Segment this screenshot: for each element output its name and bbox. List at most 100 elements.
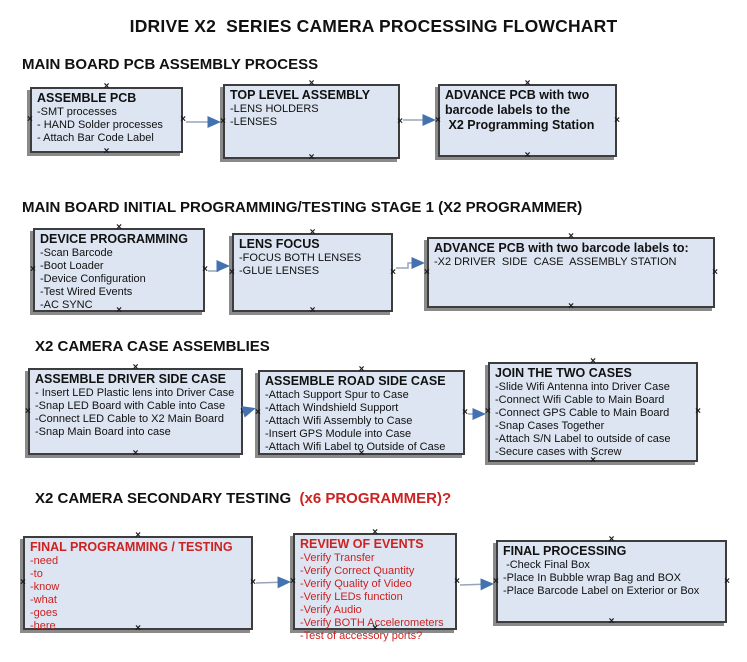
box-item: -Verify LEDs function	[300, 591, 403, 603]
box-title: REVIEW OF EVENTS	[300, 537, 424, 551]
connection-handle-icon: ×	[103, 146, 110, 157]
connection-handle-icon: ×	[524, 150, 531, 161]
connection-handle-icon: ×	[372, 527, 378, 538]
connection-handle-icon: ×	[485, 406, 491, 417]
box-final-programming-testing[interactable]: FINAL PROGRAMMING / TESTING -need-to-kno…	[20, 530, 256, 634]
box-final-processing[interactable]: FINAL PROCESSING -Check Final Box-Place …	[493, 534, 730, 627]
box-items: -LENS HOLDERS-LENSES	[230, 103, 393, 129]
box-item: -Attach Support Spur to Case	[265, 389, 409, 401]
box-item: -Verify Audio	[300, 604, 362, 616]
box-join-the-two-cases[interactable]: JOIN THE TWO CASES -Slide Wifi Antenna i…	[485, 357, 701, 466]
connection-handle-icon: ×	[240, 405, 246, 417]
box-item: -Insert GPS Module into Case	[265, 428, 412, 440]
connection-handle-icon: ×	[180, 114, 186, 125]
connection-handle-icon: ×	[135, 530, 141, 541]
connection-handle-icon: ×	[103, 81, 110, 92]
box-item: -X2 DRIVER SIDE CASE ASSEMBLY STATION	[434, 256, 677, 268]
box-assemble-driver-side-case[interactable]: ASSEMBLE DRIVER SIDE CASE - Insert LED P…	[25, 362, 246, 459]
box-lens-focus[interactable]: LENS FOCUS -FOCUS BOTH LENSES-GLUE LENSE…	[229, 227, 396, 316]
box-title: JOIN THE TWO CASES	[495, 366, 632, 380]
box-item: -Snap Cases Together	[495, 420, 605, 432]
box-item: -Scan Barcode	[40, 247, 113, 259]
connection-handle-icon: ×	[435, 114, 441, 126]
box-items: -Check Final Box-Place In Bubble wrap Ba…	[503, 559, 720, 598]
box-title: ADVANCE PCB with two barcode labels to:	[434, 241, 689, 255]
box-item: -Attach Windshield Support	[265, 402, 399, 414]
connection-handle-icon: ×	[202, 264, 208, 275]
box-item: -Snap LED Board with Cable into Case	[35, 400, 226, 412]
box-items: -Slide Wifi Antenna into Driver Case -Con…	[495, 381, 691, 459]
connection-handle-icon: ×	[695, 406, 701, 417]
connection-handle-icon: ×	[250, 577, 256, 588]
box-items: -X2 DRIVER SIDE CASE ASSEMBLY STATION	[434, 256, 708, 269]
box-item: -Test Wired Events	[40, 286, 133, 298]
box-item: -here	[30, 620, 56, 632]
connection-handle-icon: ×	[358, 364, 365, 375]
box-title: DEVICE PROGRAMMING	[40, 232, 188, 246]
box-title: FINAL PROCESSING	[503, 544, 627, 558]
box-assemble-road-side-case[interactable]: ASSEMBLE ROAD SIDE CASE -Attach Support …	[255, 364, 468, 459]
box-items: -Verify Transfer-Verify Correct Quantity…	[300, 552, 450, 643]
connection-handle-icon: ×	[27, 114, 33, 125]
connection-handle-icon: ×	[255, 406, 261, 418]
connection-handle-icon: ×	[290, 575, 296, 587]
box-item: -Check Final Box	[503, 559, 590, 571]
box-item: -Snap Main Board into case	[35, 426, 171, 438]
box-title: ASSEMBLE DRIVER SIDE CASE	[35, 372, 227, 386]
section-heading-secondary-testing: X2 CAMERA SECONDARY TESTING (x6 PROGRAMM…	[35, 490, 451, 507]
box-item: -know	[30, 581, 60, 593]
box-device-programming[interactable]: DEVICE PROGRAMMING -Scan Barcode-Boot Lo…	[30, 223, 208, 316]
heading-text: MAIN BOARD INITIAL PROGRAMMING/TESTING S…	[22, 199, 583, 216]
connection-handle-icon: ×	[568, 231, 574, 242]
connection-handle-icon: ×	[424, 266, 430, 278]
section-heading-case-assemblies: X2 CAMERA CASE ASSEMBLIES	[35, 338, 270, 355]
connection-handle-icon: ×	[20, 577, 26, 588]
box-item: - Insert LED Plastic lens into Driver Ca…	[35, 387, 235, 399]
connection-handle-icon: ×	[132, 362, 139, 373]
box-item: -Attach Wifi Label to Outside of Case	[265, 441, 446, 453]
box-title: ASSEMBLE PCB	[37, 91, 137, 105]
box-title: ASSEMBLE ROAD SIDE CASE	[265, 374, 446, 388]
box-advance-pcb-driver-side[interactable]: ADVANCE PCB with two barcode labels to: …	[424, 231, 718, 312]
box-items: -Scan Barcode-Boot Loader-Device Configu…	[40, 247, 198, 312]
connection-handle-icon: ×	[309, 305, 316, 316]
connection-handle-icon: ×	[524, 78, 531, 89]
box-item: -Verify Transfer	[300, 552, 375, 564]
box-item: -Test of accessory ports?	[300, 630, 423, 642]
box-item: -need	[30, 555, 59, 567]
box-items: -Attach Support Spur to Case-Attach Wind…	[265, 389, 458, 454]
box-item: -Verify Quality of Video	[300, 578, 412, 590]
heading-red-text: (x6 PROGRAMMER)?	[295, 490, 452, 507]
connection-handle-icon: ×	[614, 114, 620, 126]
arrow-lensfocus-to-advance2	[396, 257, 425, 269]
connection-handle-icon: ×	[724, 575, 730, 587]
connection-handle-icon: ×	[493, 575, 499, 587]
box-item: -Boot Loader	[40, 260, 104, 272]
connection-handle-icon: ×	[309, 227, 316, 238]
connection-handle-icon: ×	[608, 534, 615, 545]
box-item: -Secure cases with Screw	[495, 446, 622, 458]
box-item: -Connect GPS Cable to Main Board	[495, 407, 670, 419]
box-assemble-pcb[interactable]: ASSEMBLE PCB -SMT processes- HAND Solder…	[27, 81, 186, 157]
heading-text: X2 CAMERA SECONDARY TESTING	[35, 490, 296, 507]
connection-handle-icon: ×	[712, 266, 718, 278]
box-title: LENS FOCUS	[239, 237, 320, 251]
arrow-device-to-lensfocus	[208, 260, 230, 272]
connection-handle-icon: ×	[608, 616, 615, 627]
box-item: -Place In Bubble wrap Bag and BOX	[503, 572, 681, 584]
box-items: -need-to-know-what-goes-here	[30, 555, 246, 633]
connection-handle-icon: ×	[30, 264, 36, 275]
box-title: ADVANCE PCB with two barcode labels to t…	[445, 88, 595, 132]
box-item: -FOCUS BOTH LENSES	[239, 252, 362, 264]
box-item: -LENS HOLDERS	[230, 103, 319, 115]
connection-handle-icon: ×	[397, 115, 403, 127]
box-title: TOP LEVEL ASSEMBLY	[230, 88, 371, 102]
box-advance-pcb-programming-station[interactable]: ADVANCE PCB with two barcode labels to t…	[435, 78, 620, 161]
box-items: -FOCUS BOTH LENSES-GLUE LENSES	[239, 252, 386, 278]
box-top-level-assembly[interactable]: TOP LEVEL ASSEMBLY -LENS HOLDERS-LENSES …	[220, 79, 403, 163]
box-item: -Slide Wifi Antenna into Driver Case	[495, 381, 670, 393]
box-item: -SMT processes	[37, 106, 117, 118]
box-item: -Attach S/N Label to outside of case	[495, 433, 671, 445]
box-review-of-events[interactable]: REVIEW OF EVENTS -Verify Transfer-Verify…	[290, 527, 460, 643]
box-item: -goes	[30, 607, 58, 619]
